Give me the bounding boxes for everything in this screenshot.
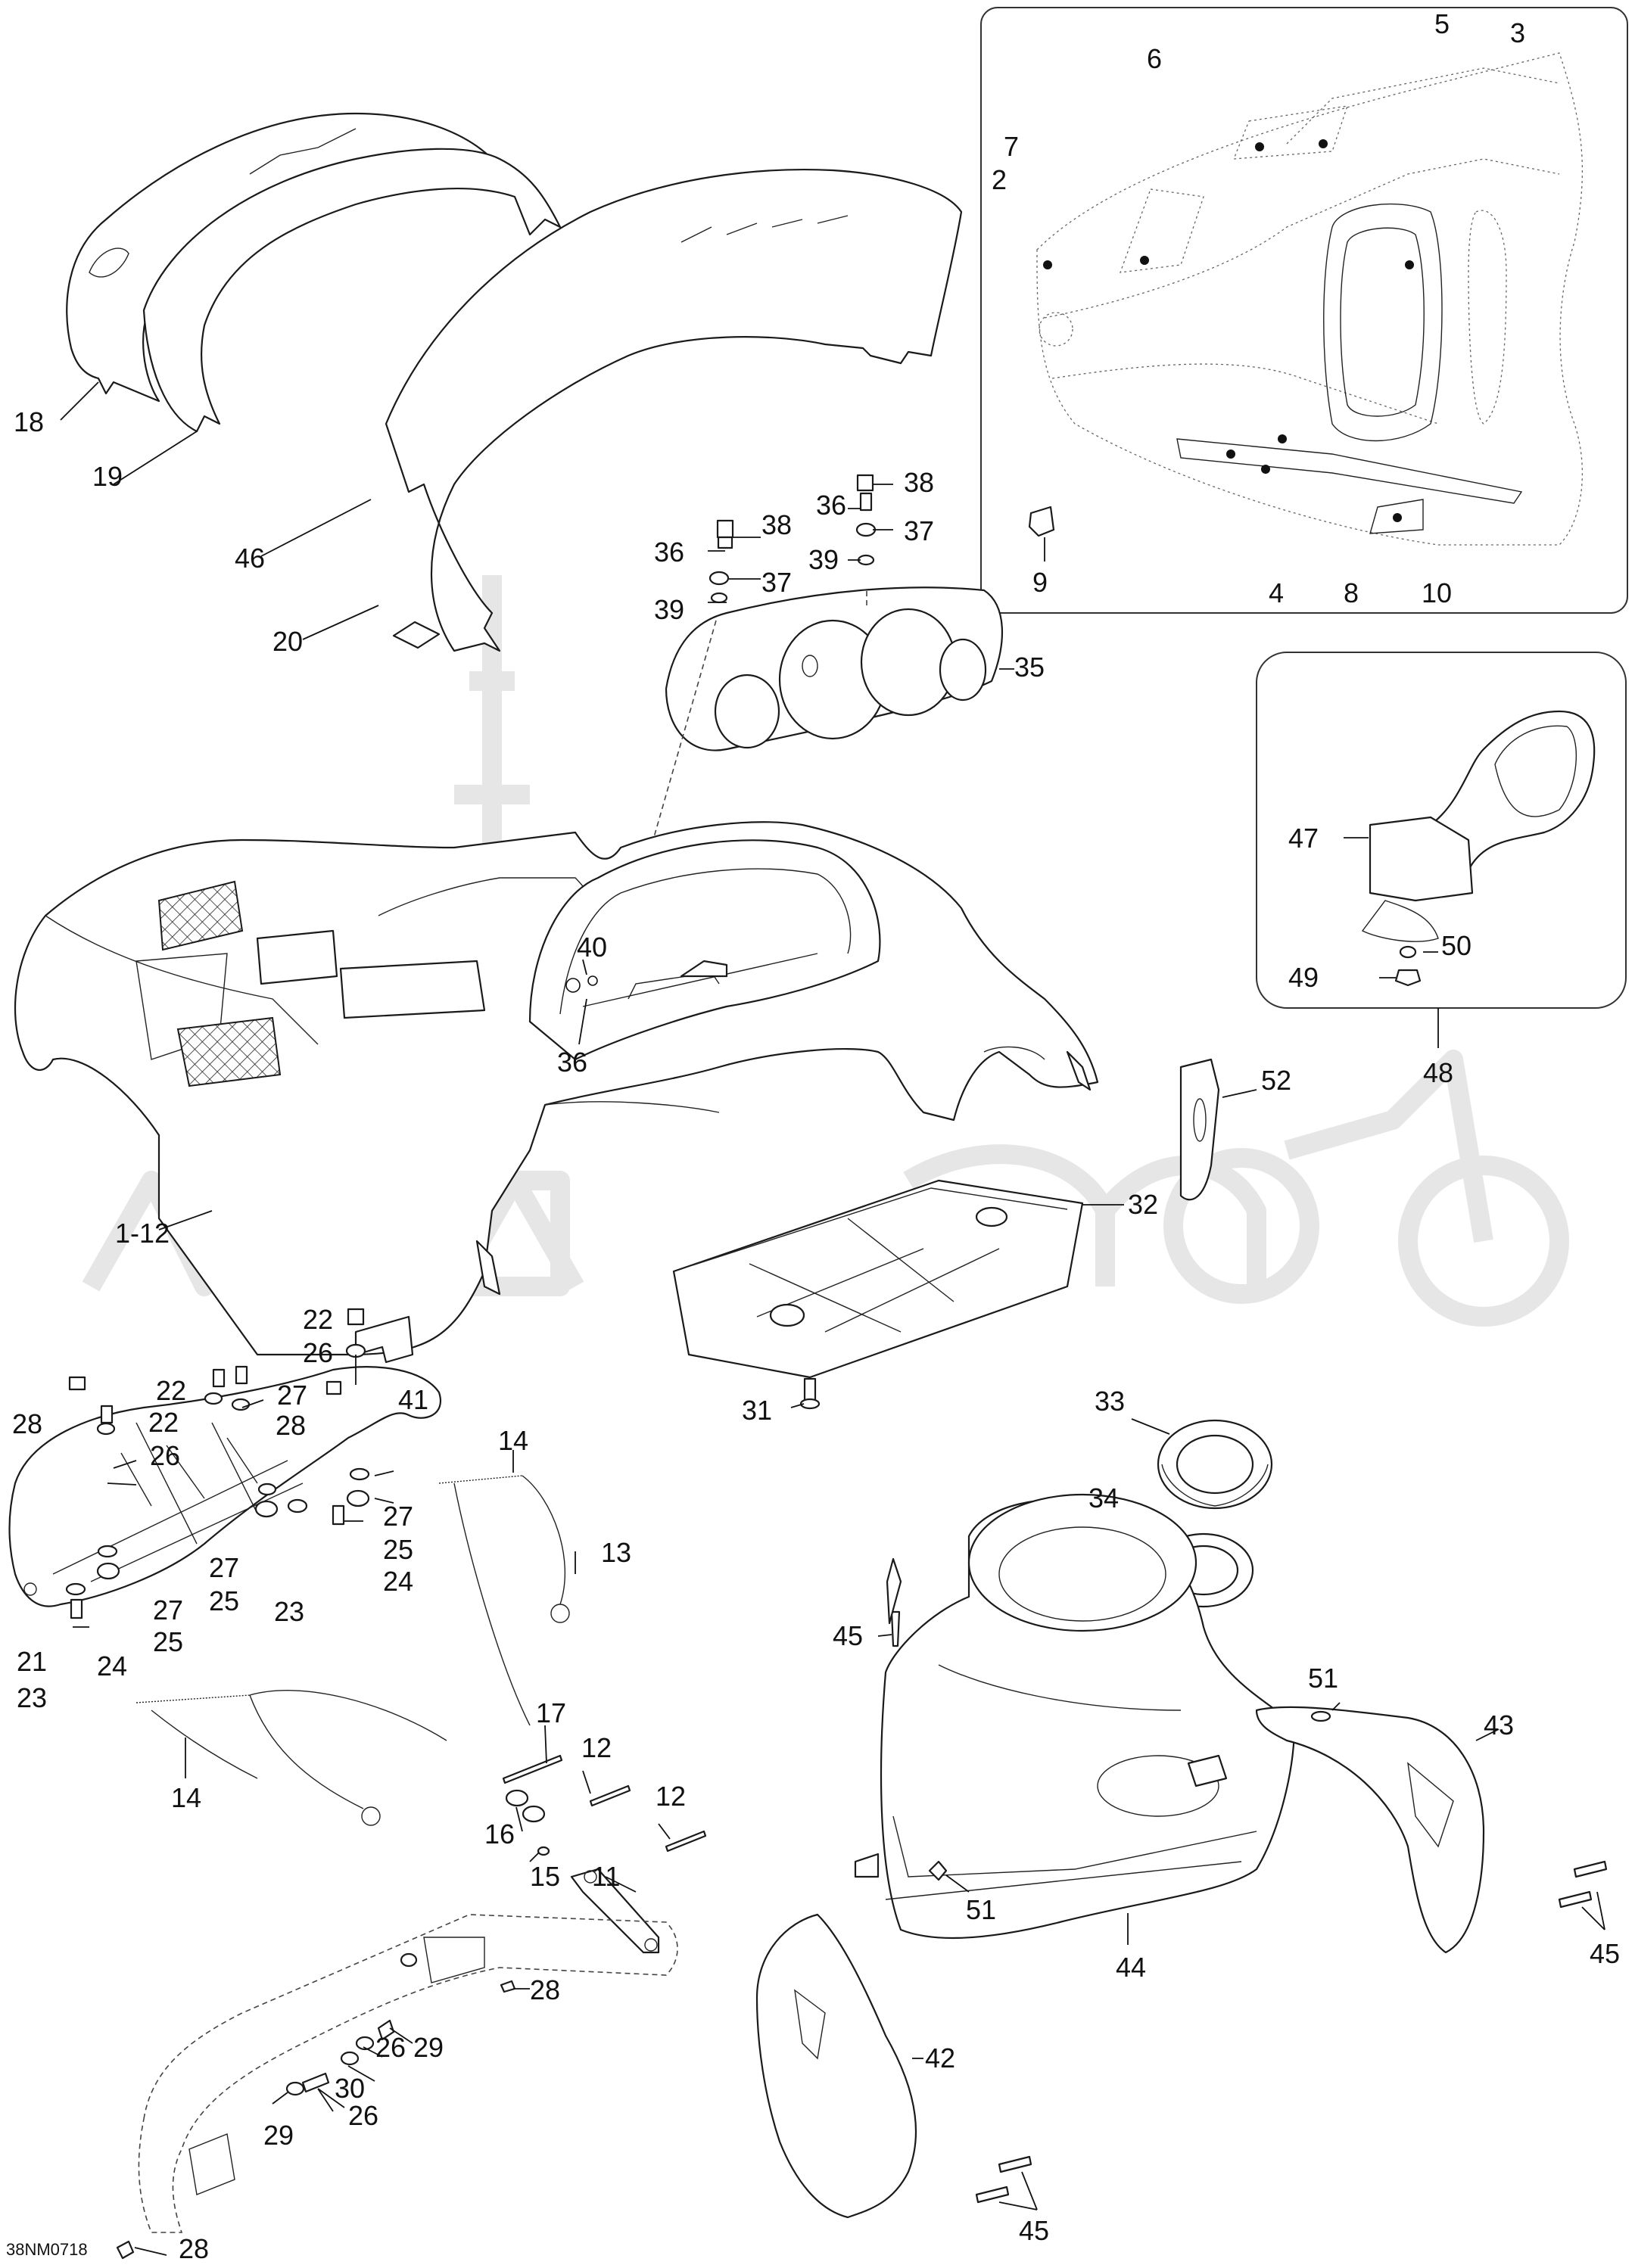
callout-41: 41 xyxy=(398,1384,428,1415)
callout-51a: 51 xyxy=(1308,1663,1338,1694)
callout-38b: 38 xyxy=(761,509,792,540)
console-44 xyxy=(755,1493,1608,2219)
callout-39a: 39 xyxy=(808,544,839,575)
callout-5: 5 xyxy=(1434,8,1450,39)
callout-45a: 45 xyxy=(833,1620,863,1651)
callout-14a: 14 xyxy=(498,1425,528,1456)
callout-12a: 12 xyxy=(581,1732,612,1763)
callout-15: 15 xyxy=(530,1861,560,1892)
callout-46: 46 xyxy=(235,543,265,574)
callout-1-12: 1-12 xyxy=(115,1218,170,1249)
callout-3: 3 xyxy=(1510,17,1525,48)
callout-20: 20 xyxy=(272,626,303,657)
callout-28a: 28 xyxy=(276,1410,306,1441)
callout-25b: 25 xyxy=(209,1585,239,1616)
callout-13: 13 xyxy=(601,1537,631,1568)
hood-decal-inset xyxy=(980,7,1628,614)
windshield-parts xyxy=(60,112,963,652)
callout-23a: 23 xyxy=(274,1596,304,1627)
drawing-code: 38NM0718 xyxy=(6,2240,88,2259)
gauge-support-assembly xyxy=(650,474,1014,848)
callout-22c: 22 xyxy=(148,1407,179,1438)
callout-51b: 51 xyxy=(966,1894,996,1925)
callout-22a: 22 xyxy=(303,1304,333,1335)
mirror-inset xyxy=(1256,652,1627,1048)
callout-18: 18 xyxy=(14,406,44,437)
callout-27a: 27 xyxy=(277,1380,307,1411)
callout-26a: 26 xyxy=(303,1337,333,1368)
callout-23b: 23 xyxy=(17,1682,47,1713)
callout-43: 43 xyxy=(1484,1710,1514,1741)
callout-31: 31 xyxy=(742,1395,772,1426)
callout-12b: 12 xyxy=(656,1781,686,1812)
callout-48: 48 xyxy=(1423,1057,1453,1088)
callout-10: 10 xyxy=(1422,577,1452,608)
callout-45c: 45 xyxy=(1019,2215,1049,2246)
callout-52: 52 xyxy=(1261,1065,1291,1096)
latch-parts xyxy=(502,1725,707,1954)
clip-52 xyxy=(1179,1058,1257,1201)
callout-39b: 39 xyxy=(654,594,684,625)
callout-27d: 27 xyxy=(153,1594,183,1626)
callout-36b: 36 xyxy=(654,537,684,568)
callout-34: 34 xyxy=(1088,1482,1119,1514)
hood-body xyxy=(14,821,1099,1356)
callout-4: 4 xyxy=(1269,577,1284,608)
callout-28d: 28 xyxy=(179,2233,209,2264)
callout-24a: 24 xyxy=(383,1566,413,1597)
callout-42: 42 xyxy=(925,2042,955,2074)
callout-38a: 38 xyxy=(904,467,934,498)
callout-36c: 36 xyxy=(557,1047,587,1078)
callout-24b: 24 xyxy=(97,1650,127,1682)
bottom-pan-32 xyxy=(672,1179,1124,1410)
callout-32: 32 xyxy=(1128,1189,1158,1220)
callout-27b: 27 xyxy=(383,1501,413,1532)
callout-26c: 26 xyxy=(375,2032,406,2063)
bumper-lower xyxy=(116,1914,678,2260)
callout-17: 17 xyxy=(536,1697,566,1728)
callout-44: 44 xyxy=(1116,1952,1146,1983)
callout-16: 16 xyxy=(484,1818,515,1850)
callout-36a: 36 xyxy=(816,490,846,521)
callout-25c: 25 xyxy=(153,1626,183,1657)
callout-29b: 29 xyxy=(263,2120,294,2151)
callout-labels: 5 3 6 7 2 9 4 8 10 18 19 46 20 38 36 37 … xyxy=(6,8,1620,2264)
callout-30: 30 xyxy=(335,2073,365,2104)
watermark-logo xyxy=(82,575,1569,1327)
callout-26b: 26 xyxy=(150,1440,180,1471)
callout-28b: 28 xyxy=(12,1408,42,1439)
callout-37b: 37 xyxy=(761,567,792,598)
callout-11: 11 xyxy=(592,1861,620,1892)
callout-27c: 27 xyxy=(209,1552,239,1583)
callout-22b: 22 xyxy=(156,1375,186,1406)
callout-37a: 37 xyxy=(904,515,934,546)
callout-35: 35 xyxy=(1014,652,1045,683)
bumper-bracket-assembly xyxy=(8,1308,441,1628)
callout-45b: 45 xyxy=(1590,1938,1620,1969)
callout-49: 49 xyxy=(1288,962,1319,993)
callout-25a: 25 xyxy=(383,1534,413,1565)
callout-33: 33 xyxy=(1095,1386,1125,1417)
callout-19: 19 xyxy=(92,461,123,492)
callout-6: 6 xyxy=(1147,43,1162,74)
callout-21: 21 xyxy=(17,1646,47,1677)
callout-14b: 14 xyxy=(171,1782,201,1813)
spring-cables xyxy=(135,1450,576,1826)
callout-26d: 26 xyxy=(348,2100,378,2131)
callout-9: 9 xyxy=(1032,567,1048,598)
callout-7: 7 xyxy=(1004,131,1019,162)
callout-47: 47 xyxy=(1288,823,1319,854)
callout-28c: 28 xyxy=(530,1974,560,2005)
callout-50: 50 xyxy=(1441,930,1472,961)
callout-29a: 29 xyxy=(413,2032,444,2063)
callout-2: 2 xyxy=(992,164,1007,195)
callout-8: 8 xyxy=(1344,577,1359,608)
callout-40: 40 xyxy=(577,932,607,963)
